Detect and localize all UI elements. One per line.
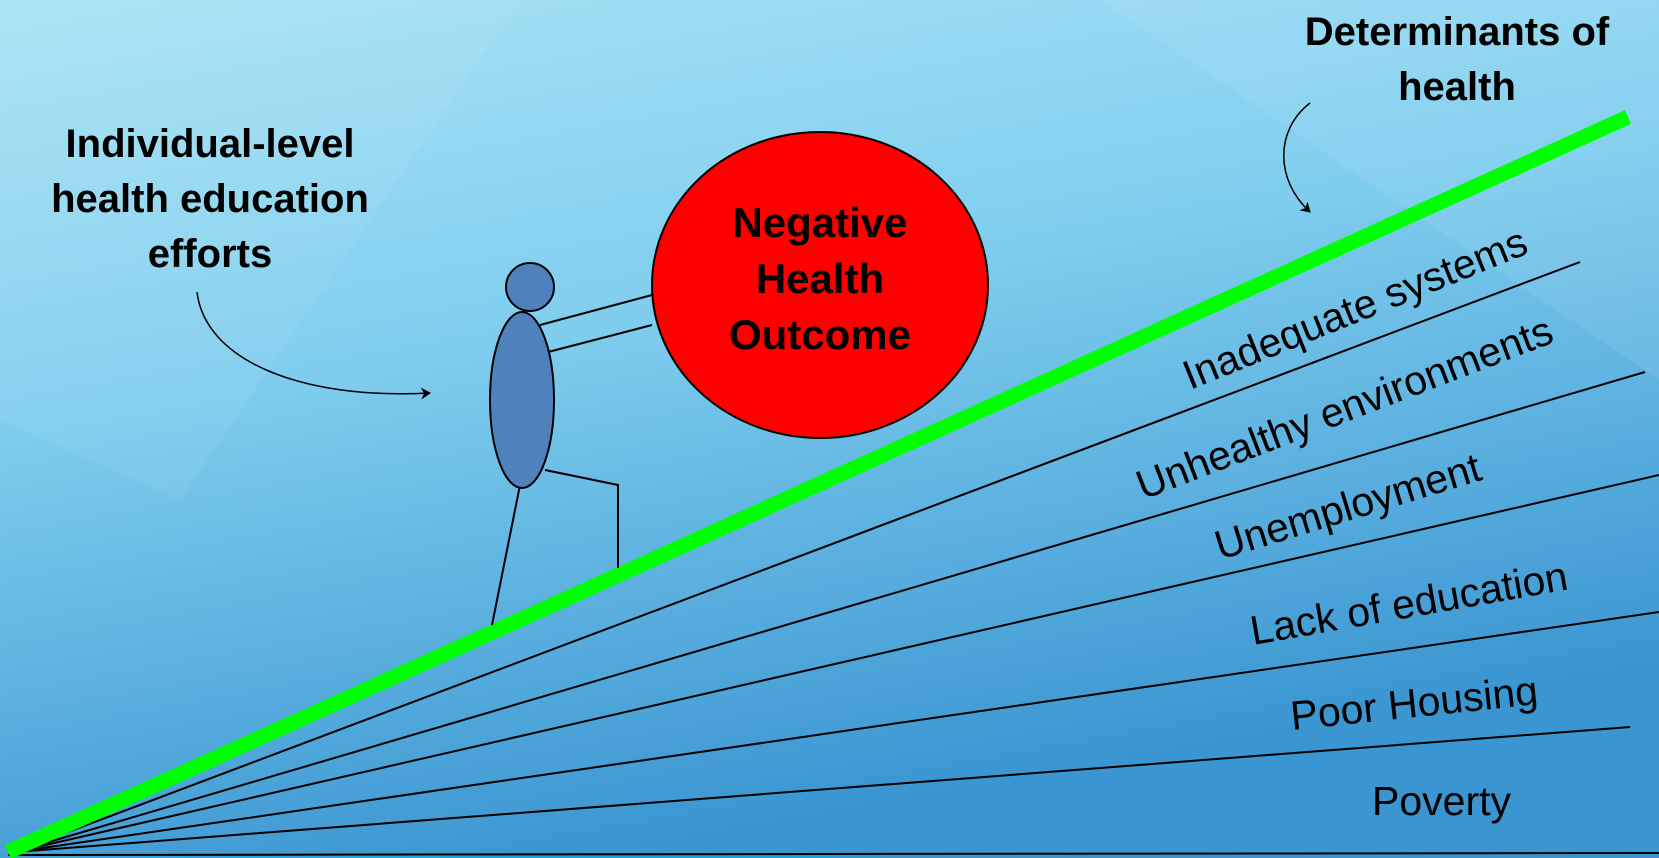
layer-label-poverty: Poverty bbox=[1372, 778, 1511, 824]
layer-line bbox=[14, 371, 1646, 853]
background-facet bbox=[0, 0, 520, 500]
layer-lines bbox=[14, 261, 1659, 853]
layer-line bbox=[14, 611, 1659, 853]
layer-line bbox=[14, 261, 1581, 853]
boulder-label-line-3: Outcome bbox=[729, 311, 911, 358]
person-arm bbox=[539, 294, 653, 326]
person-figure bbox=[489, 262, 653, 626]
person-leg bbox=[491, 474, 523, 626]
individual-level-caption: Individual-level health education effort… bbox=[51, 122, 369, 276]
person-body bbox=[489, 311, 555, 489]
layer-line bbox=[14, 474, 1659, 853]
boulder-label-line-1: Negative bbox=[732, 199, 907, 246]
person-leg bbox=[544, 469, 619, 568]
person-head bbox=[505, 262, 555, 312]
determinants-caption: Determinants of health bbox=[1305, 10, 1610, 109]
negative-health-outcome: Negative Health Outcome bbox=[651, 131, 989, 439]
top-caption-line-1: Determinants of bbox=[1305, 10, 1610, 54]
layer-line bbox=[14, 726, 1631, 853]
top-caption-line-2: health bbox=[1398, 65, 1516, 109]
ground-line bbox=[7, 852, 1659, 856]
slope-line bbox=[4, 110, 1632, 858]
left-arrow bbox=[196, 291, 431, 400]
left-caption-line-1: Individual-level bbox=[66, 122, 355, 166]
top-arrow bbox=[1283, 102, 1311, 213]
left-caption-line-2: health education bbox=[51, 177, 369, 221]
left-caption-line-3: efforts bbox=[148, 232, 272, 276]
boulder-label-line-2: Health bbox=[756, 255, 884, 302]
boulder-shape bbox=[651, 131, 989, 439]
